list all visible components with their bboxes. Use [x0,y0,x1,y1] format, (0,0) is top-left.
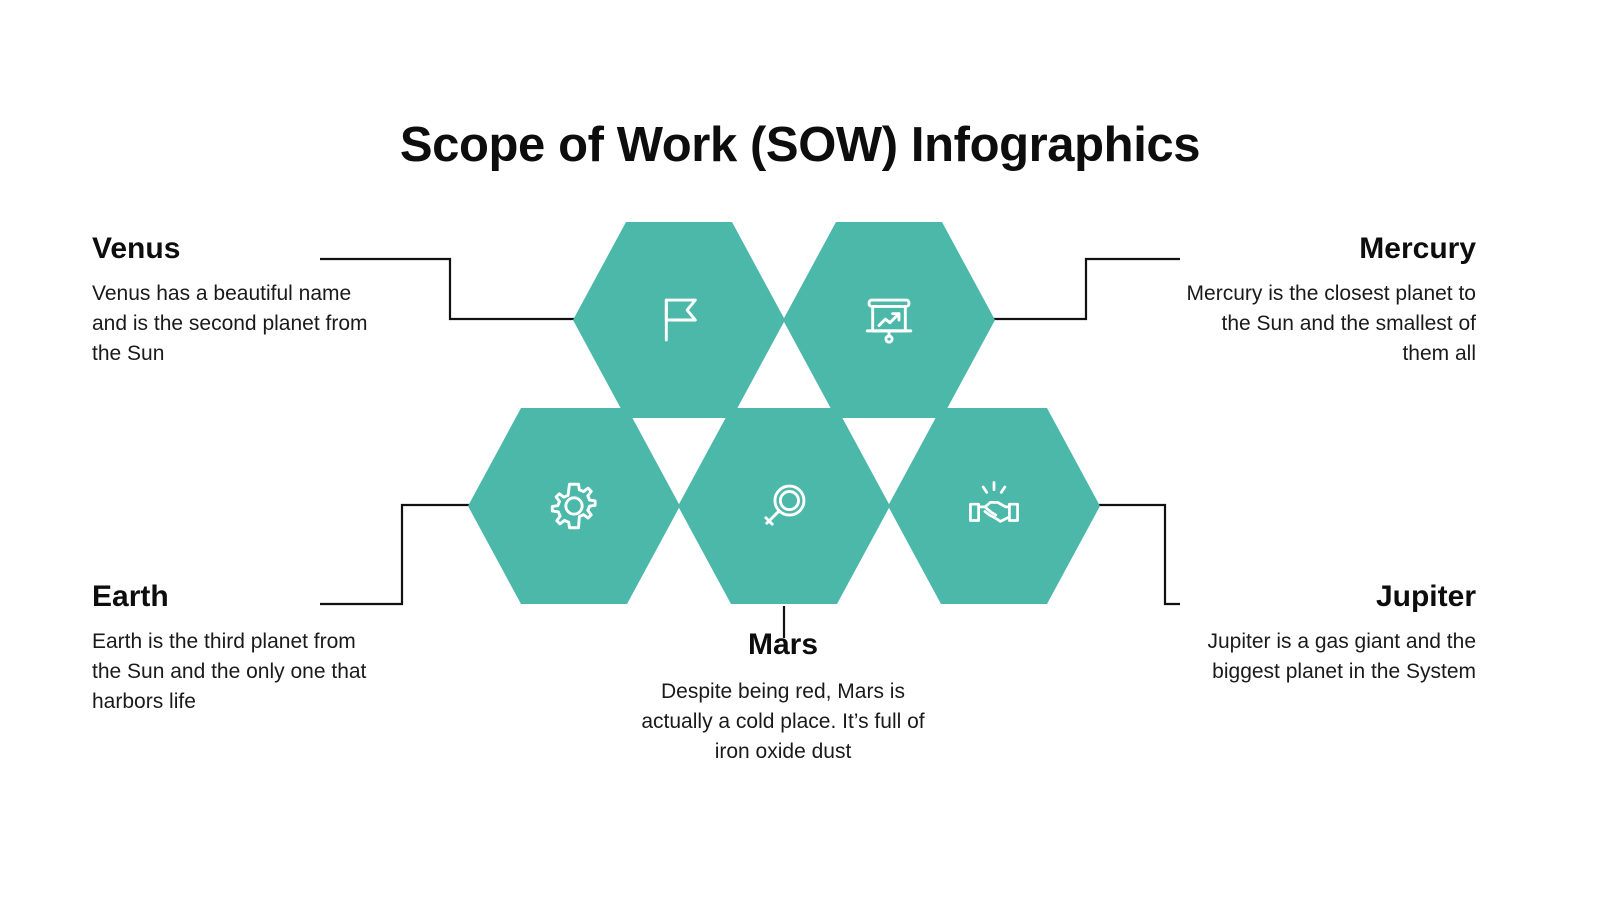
handshake-icon [965,477,1023,535]
presentation-chart-icon [860,291,918,349]
item-mercury-body: Mercury is the closest planet to the Sun… [1186,281,1476,366]
item-earth: Earth Earth is the third planet from the… [92,580,382,718]
item-mercury-heading: Mercury [1359,232,1476,265]
item-venus-heading: Venus [92,232,181,265]
flag-icon [650,291,708,349]
item-mars-heading: Mars [747,628,819,661]
hexagon-search[interactable] [678,408,890,604]
item-earth-body: Earth is the third planet from the Sun a… [92,629,367,714]
hexagon-presentation[interactable] [783,222,995,418]
hexagon-gear[interactable] [468,408,680,604]
magnifier-icon [755,477,813,535]
item-venus: Venus Venus has a beautiful name and is … [92,232,382,370]
item-mars: Mars Despite being red, Mars is actually… [633,628,933,768]
item-jupiter-heading: Jupiter [1375,580,1476,613]
item-jupiter-body: Jupiter is a gas giant and the biggest p… [1207,629,1476,683]
hexagon-handshake[interactable] [888,408,1100,604]
item-earth-heading: Earth [92,580,169,613]
item-mercury: Mercury Mercury is the closest planet to… [1176,232,1476,370]
hexagon-flag[interactable] [573,222,785,418]
page-title: Scope of Work (SOW) Infographics [399,117,1201,172]
item-venus-body: Venus has a beautiful name and is the se… [92,281,368,366]
gear-icon [545,477,603,535]
item-mars-body: Despite being red, Mars is actually a co… [641,679,925,764]
item-jupiter: Jupiter Jupiter is a gas giant and the b… [1176,580,1476,687]
